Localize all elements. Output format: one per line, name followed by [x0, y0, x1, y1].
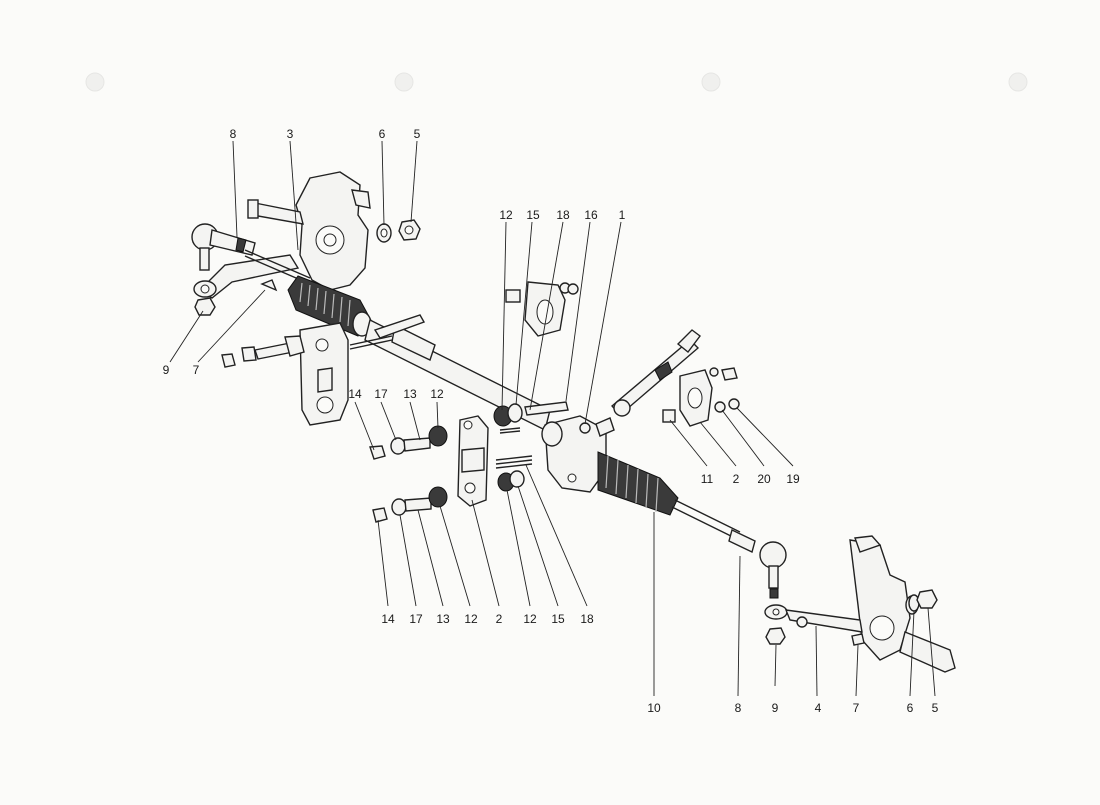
- callout-7-left: 7: [193, 363, 200, 377]
- callout-12-bot-b: 12: [523, 612, 537, 626]
- callout-11-right: 11: [701, 472, 714, 486]
- leader-lines: [169, 140, 936, 697]
- tie-rod-end-upper-left: [191, 223, 256, 271]
- callout-18-bot: 18: [580, 612, 594, 626]
- callout-19-right: 19: [786, 472, 800, 486]
- callout-16-top: 16: [584, 208, 598, 222]
- callout-15-top: 15: [526, 208, 540, 222]
- bolt-left-bracket: [221, 335, 305, 368]
- callout-15-bot: 15: [551, 612, 565, 626]
- nut-5-upper: [398, 219, 421, 241]
- callout-12-top: 12: [499, 208, 513, 222]
- callout-17-bot: 17: [409, 612, 423, 626]
- rack-mount-upper-clamp: [505, 281, 579, 337]
- callout-13-bot: 13: [436, 612, 450, 626]
- binder-holes: [85, 72, 1028, 92]
- washer-6-upper: [376, 223, 392, 243]
- bolt-set-lower: [372, 486, 448, 523]
- steering-gearbox: [541, 415, 615, 493]
- callout-13-mid: 13: [403, 387, 417, 401]
- callout-labels: 8 3 6 5 9 7 12 15 18 16 1 14 17 13 12 11…: [163, 127, 939, 715]
- nut-9-right: [765, 627, 786, 645]
- callout-6-top: 6: [379, 127, 386, 141]
- callout-3-top: 3: [287, 127, 294, 141]
- callout-1-top: 1: [619, 208, 626, 222]
- rack-clamp-middle: [457, 415, 489, 507]
- callout-12-bot-a: 12: [464, 612, 478, 626]
- bushings-lower: [495, 455, 533, 492]
- bolt-set-middle: [369, 425, 448, 460]
- mounting-bracket-upper: [299, 322, 349, 426]
- tie-rod-end-right: [759, 541, 787, 599]
- nut-9-left: [194, 297, 216, 316]
- callout-2-bot: 2: [496, 612, 503, 626]
- nut-5-lower: [916, 589, 938, 609]
- pinion-shaft: [611, 329, 701, 417]
- steering-knuckle-right: [849, 535, 956, 673]
- steering-knuckle-left: [247, 171, 371, 291]
- tie-rod-right: [671, 499, 756, 553]
- rack-clamp-right: [662, 367, 740, 427]
- callout-20-right: 20: [757, 472, 771, 486]
- rack-boot-right: [597, 451, 679, 516]
- callout-14-mid: 14: [348, 387, 362, 401]
- steering-arm-left: [193, 254, 300, 299]
- callout-2-right: 2: [733, 472, 740, 486]
- callout-18-top: 18: [556, 208, 570, 222]
- callout-10-bot: 10: [647, 701, 661, 715]
- rack-boot-left: [287, 275, 373, 337]
- callout-8-top: 8: [230, 127, 237, 141]
- callout-9-left: 9: [163, 363, 170, 377]
- callout-17-mid: 17: [374, 387, 388, 401]
- callout-12-mid: 12: [430, 387, 444, 401]
- callout-8-bot: 8: [735, 701, 742, 715]
- bushings-upper: [493, 401, 569, 434]
- callout-5-bot: 5: [932, 701, 939, 715]
- callout-7-bot: 7: [853, 701, 860, 715]
- callout-4-bot: 4: [815, 701, 822, 715]
- callout-6-bot: 6: [907, 701, 914, 715]
- callout-9-bot: 9: [772, 701, 779, 715]
- callout-14-bot: 14: [381, 612, 395, 626]
- rack-housing-tube: [349, 314, 551, 432]
- callout-5-top: 5: [414, 127, 421, 141]
- steering-arm-right: [764, 604, 865, 646]
